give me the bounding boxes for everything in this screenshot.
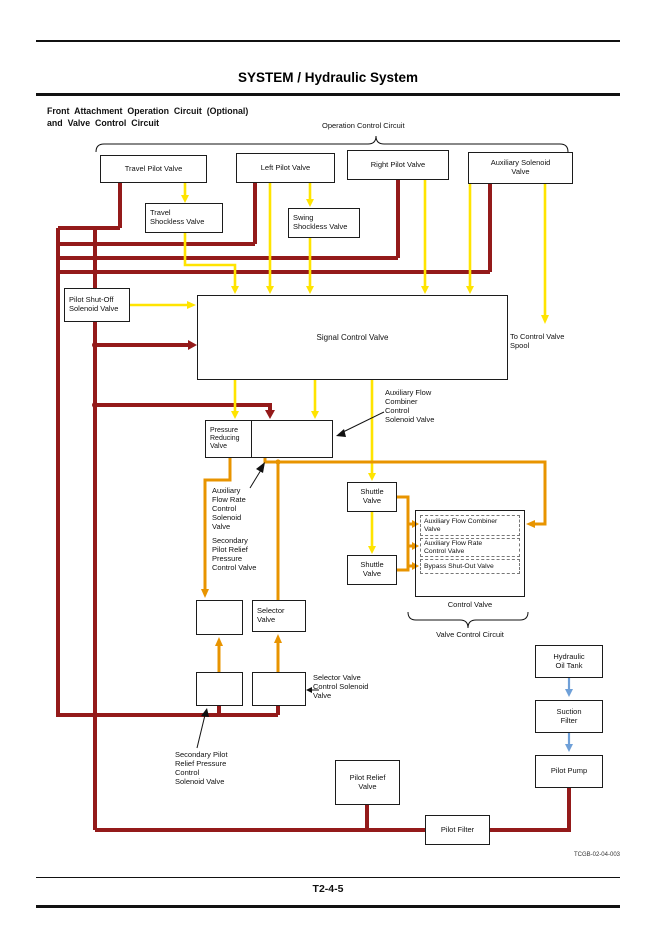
to-control-valve-spool-label: To Control Valve Spool	[510, 332, 565, 350]
box-travel-shockless-valve: Travel Shockless Valve	[145, 203, 223, 233]
box-suction-filter: Suction Filter	[535, 700, 603, 733]
box-right-pilot-valve: Right Pilot Valve	[347, 150, 449, 180]
box-pilot-relief-valve: Pilot Relief Valve	[335, 760, 400, 805]
section-subtitle: Front Attachment Operation Circuit (Opti…	[47, 106, 249, 128]
box-hydraulic-oil-tank: Hydraulic Oil Tank	[535, 645, 603, 678]
box-travel-pilot-valve: Travel Pilot Valve	[100, 155, 207, 183]
box-shuttle-valve-lower: Shuttle Valve	[347, 555, 397, 585]
page-title: SYSTEM / Hydraulic System	[237, 70, 419, 85]
box-secondary-pilot-relief-solenoid	[196, 672, 243, 706]
box-selector-control-solenoid	[252, 672, 306, 706]
secondary-pilot-relief-valve-label: Secondary Pilot Relief Pressure Control …	[212, 536, 257, 572]
box-aux-flow-rate-control-valve: Auxiliary Flow Rate Control Valve	[420, 538, 520, 557]
box-bypass-shutout-valve: Bypass Shut-Out Valve	[420, 559, 520, 574]
box-left-pilot-valve: Left Pilot Valve	[236, 153, 335, 183]
header-rule	[36, 93, 620, 96]
box-auxiliary-solenoid-valve: Auxiliary Solenoid Valve	[468, 152, 573, 184]
box-pilot-filter: Pilot Filter	[425, 815, 490, 845]
selector-control-solenoid-label: Selector Valve Control Solenoid Valve	[313, 673, 369, 700]
box-aux-flow-combiner-valve: Auxiliary Flow Combiner Valve	[420, 515, 520, 536]
control-valve-label: Control Valve	[447, 600, 493, 609]
footer-bottom-rule	[36, 905, 620, 908]
box-signal-control-valve: Signal Control Valve	[197, 295, 508, 380]
primary-pilot-pressure-lines	[56, 180, 571, 832]
operation-control-circuit-label: Operation Control Circuit	[322, 121, 405, 130]
secondary-pilot-relief-solenoid-label: Secondary Pilot Relief Pressure Control …	[175, 750, 228, 786]
aux-flow-combiner-solenoid-label: Auxiliary Flow Combiner Control Solenoid…	[385, 388, 435, 424]
box-pilot-pump: Pilot Pump	[535, 755, 603, 788]
box-pressure-reducing-valve: Pressure Reducing Valve	[205, 420, 252, 458]
box-selector-valve: Selector Valve	[252, 600, 306, 632]
box-aux-flow-solenoid-section	[251, 420, 333, 458]
footer-top-rule	[36, 877, 620, 879]
header-top-rule	[36, 40, 620, 42]
figure-code: TCGB-02-04-003	[573, 852, 620, 858]
box-pilot-shutoff-solenoid-valve: Pilot Shut-Off Solenoid Valve	[64, 288, 130, 322]
valve-control-circuit-label: Valve Control Circuit	[436, 630, 504, 639]
box-shuttle-valve-upper: Shuttle Valve	[347, 482, 397, 512]
box-swing-shockless-valve: Swing Shockless Valve	[288, 208, 360, 238]
aux-flow-rate-solenoid-label: Auxiliary Flow Rate Control Solenoid Val…	[212, 486, 246, 531]
page-number: T2-4-5	[312, 883, 344, 895]
box-secondary-pilot-relief-valve	[196, 600, 243, 635]
